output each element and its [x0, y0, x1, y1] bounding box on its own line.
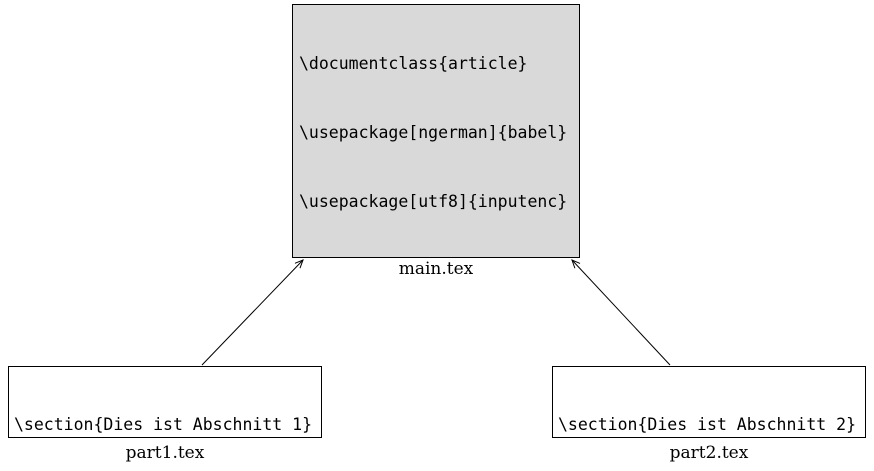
code-line: \usepackage[utf8]{inputenc} — [299, 192, 568, 211]
code-line: \documentclass{article} — [299, 54, 528, 73]
arrow-part2-to-main — [571, 259, 671, 366]
code-line: \section{Dies ist Abschnitt 2} — [558, 414, 857, 434]
part2-tex-box: \section{Dies ist Abschnitt 2} Hier ein … — [552, 366, 866, 438]
arrow-part1-to-main — [201, 259, 304, 366]
code-line: \section{Dies ist Abschnitt 1} — [14, 414, 313, 434]
code-line: \usepackage[ngerman]{babel} — [299, 123, 568, 142]
main-tex-box: \documentclass{article} \usepackage[nger… — [292, 4, 580, 258]
part1-tex-box: \section{Dies ist Abschnitt 1} Hier ein … — [8, 366, 322, 438]
part1-tex-label: part1.tex — [125, 443, 205, 463]
main-tex-label: main.tex — [398, 259, 474, 279]
part2-tex-label: part2.tex — [669, 443, 749, 463]
